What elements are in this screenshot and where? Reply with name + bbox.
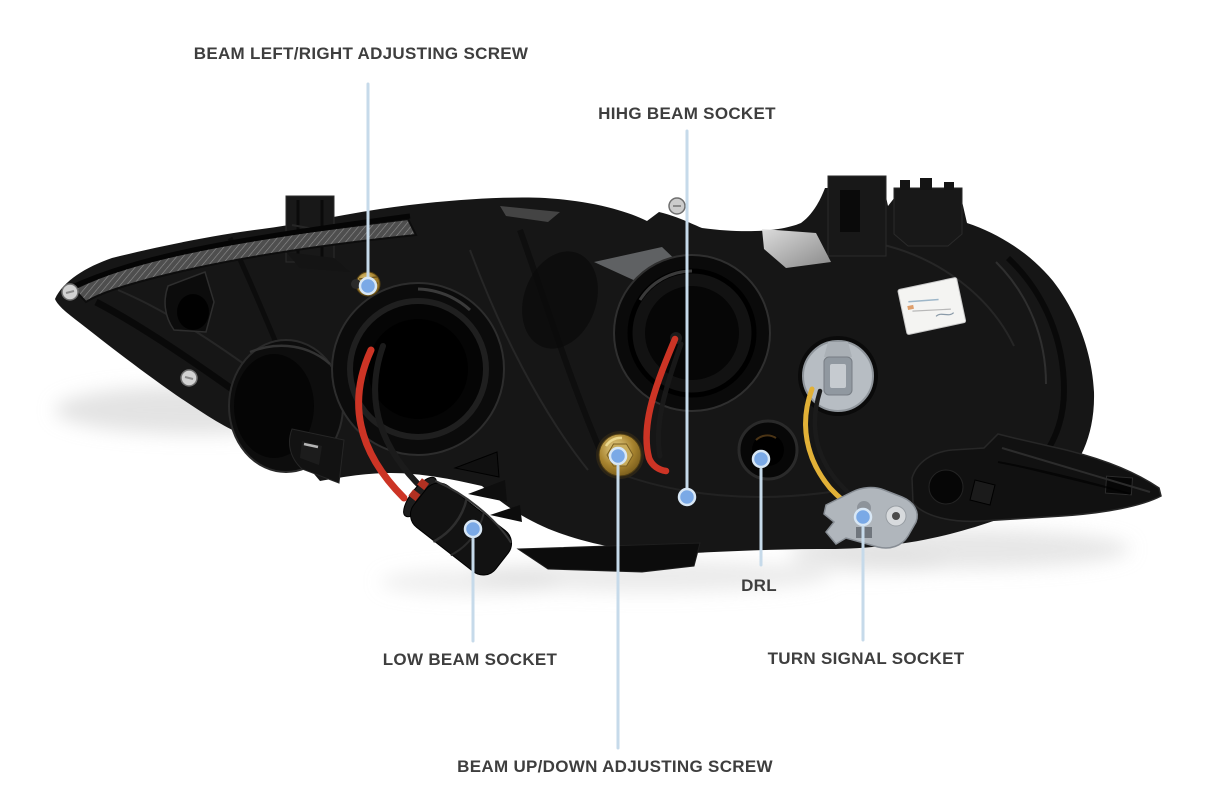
drl-bulb-opening <box>737 419 799 481</box>
low-beam-wires <box>355 343 427 502</box>
label-drl: DRL <box>741 576 777 595</box>
high-beam-wire <box>643 335 684 475</box>
bottom-center-bracket <box>516 542 701 573</box>
label-sticker <box>897 277 967 335</box>
callout-dot <box>751 449 771 469</box>
callout-low-beam <box>463 519 483 643</box>
callout-dot <box>677 487 697 507</box>
label-high-beam-socket: HIHG BEAM SOCKET <box>598 104 776 123</box>
silver-screws <box>61 197 686 387</box>
lower-left-tab <box>289 428 345 484</box>
callout-turn-signal <box>853 507 873 642</box>
callout-beam-up-down <box>608 446 628 750</box>
high-beam-cap <box>613 254 771 412</box>
label-low-beam-socket: LOW BEAM SOCKET <box>382 650 558 669</box>
callout-dot <box>853 507 873 527</box>
callout-dot <box>358 276 378 296</box>
callout-drl <box>751 449 771 567</box>
nose-details <box>164 271 215 333</box>
low-beam-projector <box>331 282 505 456</box>
label-beam-left-right-adjusting-screw: BEAM LEFT/RIGHT ADJUSTING SCREW <box>193 44 529 63</box>
callout-dot <box>463 519 483 539</box>
callout-beam-left-right <box>358 82 378 296</box>
callout-dot <box>608 446 628 466</box>
label-turn-signal-socket: TURN SIGNAL SOCKET <box>767 649 965 668</box>
right-mounting-arm <box>911 433 1162 523</box>
callout-high-beam <box>677 129 697 507</box>
label-beam-up-down-adjusting-screw: BEAM UP/DOWN ADJUSTING SCREW <box>457 757 773 776</box>
top-mounting-brackets <box>827 175 963 257</box>
lens-edge-strip <box>68 213 418 304</box>
center-spike-tabs <box>453 451 522 522</box>
